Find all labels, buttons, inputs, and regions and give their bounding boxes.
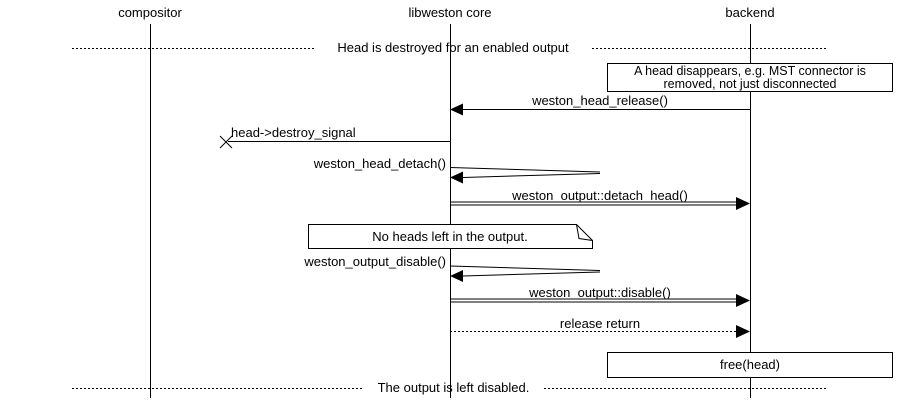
note-no-heads-left: No heads left in the output. [372,229,528,244]
lost-message-cross-icon [219,135,233,149]
message-weston-head-detach: weston_head_detach() [313,156,446,171]
message-weston-output-disable-call: weston_output_disable() [304,254,446,269]
arrow-disable-arrowhead [736,294,750,307]
divider-top-label: Head is destroyed for an enabled output [315,41,591,55]
box-free-head [607,352,893,378]
selfcall-output-disable-top [449,265,601,271]
note-head-disappears-box [607,63,893,92]
message-weston-head-release: weston_head_release() [532,93,668,108]
arrow-release-return-arrowhead [736,325,750,338]
note-no-heads-box [308,224,593,249]
divider-bottom-label: The output is left disabled. [363,381,544,395]
box-free-head-label: free(head) [720,357,780,372]
participant-backend: backend [725,5,775,20]
arrow-detach-head-arrowhead [736,197,750,210]
selfcall-head-detach-top [449,167,601,173]
participant-libweston-core: libweston core [408,5,492,20]
selfcall-head-detach-bottom [462,173,601,178]
note-head-disappears-line1: A head disappears, e.g. MST connector is [634,64,866,78]
note-head-disappears-line2: removed, not just disconnected [663,77,837,91]
message-head-destroy-signal: head->destroy_signal [231,125,356,140]
participant-compositor: compositor [118,5,182,20]
note-no-heads-fold [576,224,593,241]
message-release-return: release return [559,316,641,331]
message-weston-output-disable-vfunc: weston_output::disable() [529,285,671,300]
selfcall-head-detach-arrowhead [450,171,463,184]
selfcall-output-disable-bottom [462,271,601,277]
selfcall-output-disable-arrowhead [450,270,463,282]
arrow-weston-head-release-head [450,103,463,116]
message-weston-output-detach-head: weston_output::detach_head() [512,188,688,203]
